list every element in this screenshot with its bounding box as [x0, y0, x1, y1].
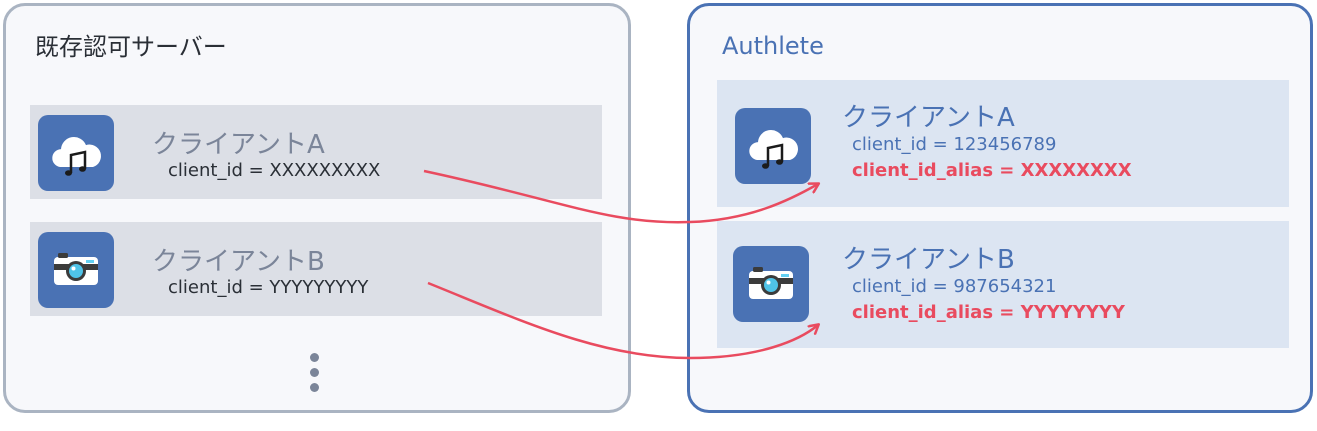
left-client-b-name: クライアントB: [152, 247, 325, 277]
existing-auth-server-panel: [3, 3, 631, 413]
cloud-music-icon: [38, 115, 114, 191]
left-client-b-id: client_id = YYYYYYYYY: [168, 277, 369, 298]
arrow-client-a: [423, 169, 818, 224]
existing-server-title: 既存認可サーバー: [35, 33, 227, 61]
left-client-b-row: [30, 222, 602, 316]
right-client-b-name: クライアントB: [842, 245, 1015, 275]
arrow-client-b: [427, 281, 818, 360]
left-client-a-row: [30, 105, 602, 199]
right-client-a-name: クライアントA: [842, 103, 1015, 133]
camera-icon: [733, 246, 809, 322]
right-client-b-id: client_id = 987654321: [852, 276, 1057, 297]
right-client-a-id: client_id = 123456789: [852, 134, 1057, 155]
left-client-a-name: クライアントA: [152, 130, 325, 160]
right-client-b-alias: client_id_alias = YYYYYYYY: [852, 302, 1125, 323]
left-client-a-id: client_id = XXXXXXXXX: [168, 160, 381, 181]
cloud-music-icon: [735, 108, 811, 184]
right-client-a-alias: client_id_alias = XXXXXXXX: [852, 160, 1132, 181]
authlete-title: Authlete: [722, 32, 824, 60]
camera-icon: [38, 232, 114, 308]
